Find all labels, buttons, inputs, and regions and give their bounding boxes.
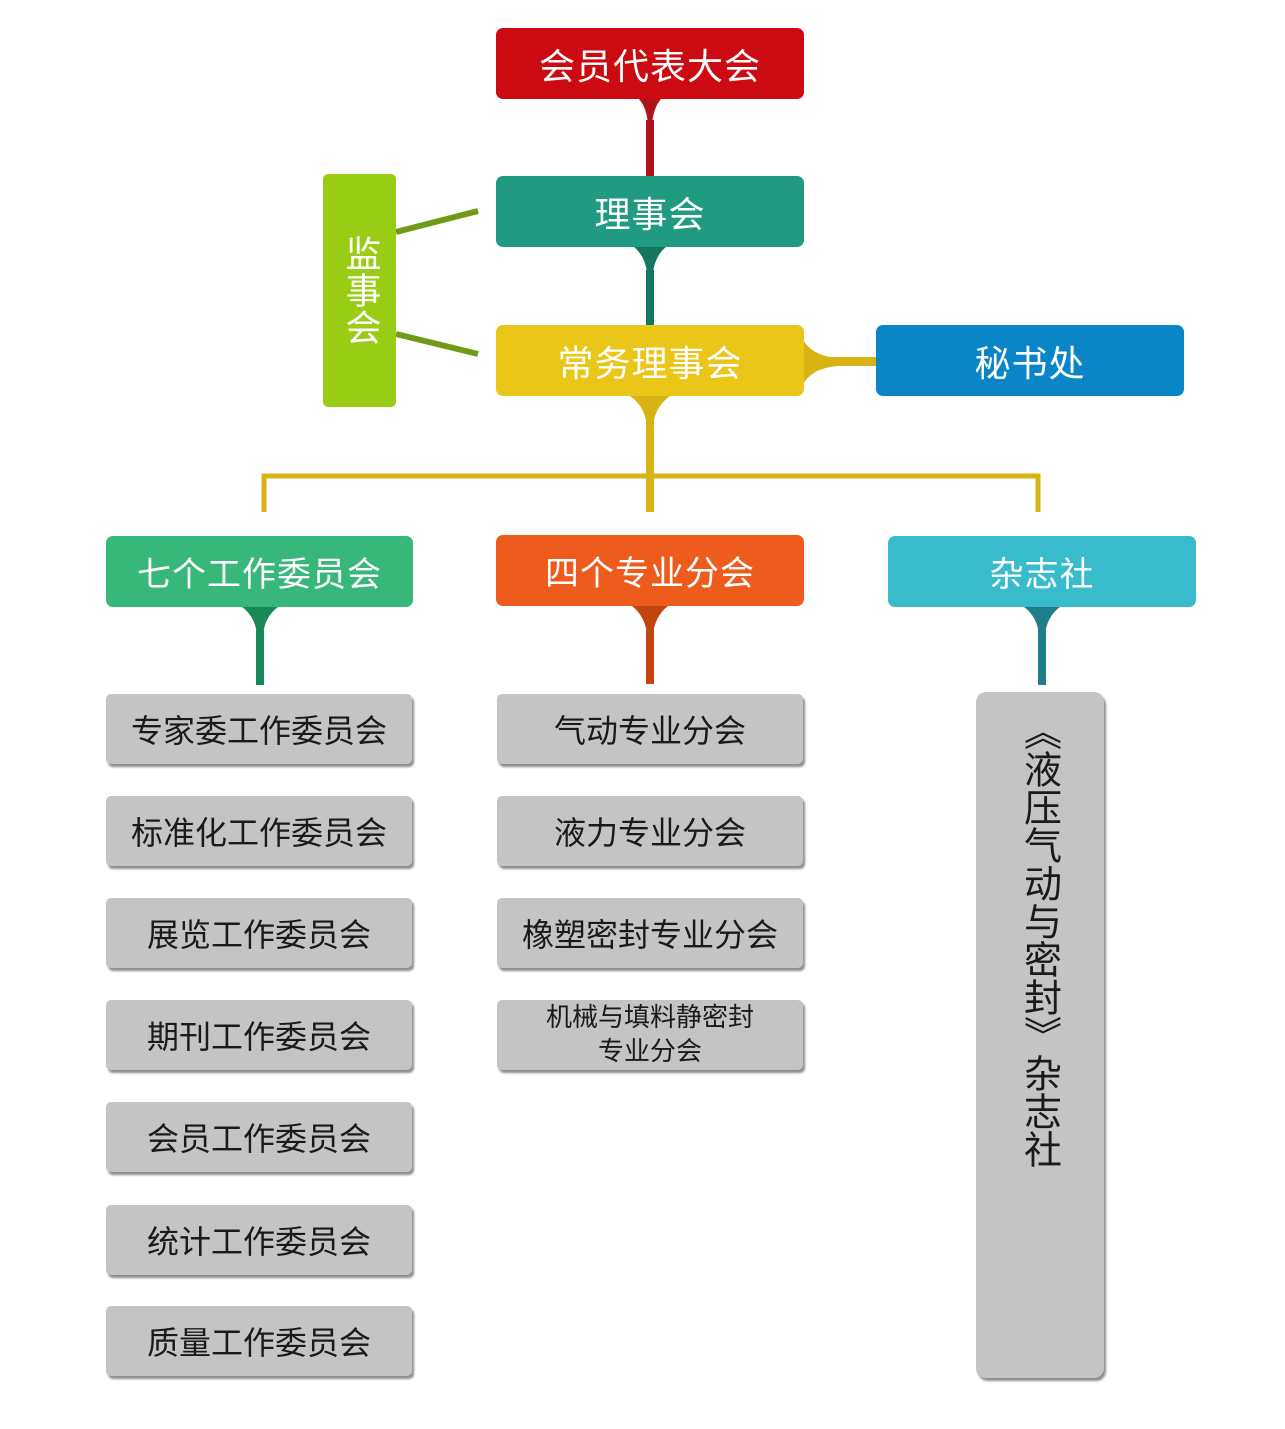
general-assembly-label: 会员代表大会 — [538, 46, 761, 88]
committee-item: 质量工作委员会 — [106, 1306, 412, 1376]
connector-supervisory-council — [395, 208, 479, 235]
committee-item-label: 统计工作委员会 — [146, 1223, 371, 1261]
committee-item: 标准化工作委员会 — [106, 796, 412, 866]
committee-item-label: 会员工作委员会 — [146, 1120, 371, 1158]
standing-council-box: 常务理事会 — [496, 325, 804, 396]
supervisory-board-box: 监事会 — [323, 174, 396, 407]
connector-council-standing-stem — [646, 270, 654, 326]
connector-magazine-drop — [1024, 607, 1060, 650]
connector-standing-down — [630, 396, 670, 440]
magazine-box: 杂志社 — [888, 536, 1196, 607]
standing-council-label: 常务理事会 — [557, 343, 743, 385]
specialty-item-label: 液力专业分会 — [553, 814, 746, 852]
committees-box: 七个工作委员会 — [106, 536, 413, 607]
connector-assembly-council-stem — [646, 120, 654, 178]
connector-committees-drop — [242, 607, 278, 650]
committee-item-label: 标准化工作委员会 — [130, 814, 387, 852]
connector-council-standing — [634, 247, 666, 290]
connector-branch-bar — [261, 473, 1041, 512]
committee-item: 专家委工作委员会 — [106, 694, 412, 764]
specialty-item: 机械与填料静密封 专业分会 — [497, 1000, 803, 1070]
committee-item: 会员工作委员会 — [106, 1102, 412, 1172]
connector-standing-secretariat — [803, 340, 850, 384]
connector-supervisory-standing — [395, 331, 479, 357]
specialty-item-label-line2: 专业分会 — [597, 1037, 702, 1067]
magazine-item-label: 《液压气动与密封》杂志社 — [1017, 712, 1062, 1168]
magazine-title: 杂志社 — [989, 555, 1095, 595]
committee-item: 期刊工作委员会 — [106, 1000, 412, 1070]
specialty-item-label-line1: 机械与填料静密封 — [545, 1003, 754, 1033]
committee-item-label: 质量工作委员会 — [146, 1324, 371, 1362]
committee-item-label: 期刊工作委员会 — [146, 1018, 371, 1056]
committee-item-label: 专家委工作委员会 — [130, 712, 387, 750]
specialties-box: 四个专业分会 — [496, 535, 804, 606]
connector-assembly-council — [638, 98, 662, 140]
specialty-item: 液力专业分会 — [497, 796, 803, 866]
council-box: 理事会 — [496, 176, 804, 247]
connector-committees-drop-stem — [256, 630, 264, 685]
committees-title: 七个工作委员会 — [137, 555, 382, 595]
connector-magazine-drop-stem — [1038, 630, 1046, 685]
connector-specialties-drop — [632, 606, 668, 650]
connector-standing-secretariat-stem — [830, 357, 878, 366]
secretariat-label: 秘书处 — [974, 343, 1086, 385]
committee-item: 展览工作委员会 — [106, 898, 412, 968]
specialty-item: 橡塑密封专业分会 — [497, 898, 803, 968]
specialties-title: 四个专业分会 — [545, 554, 755, 594]
general-assembly-box: 会员代表大会 — [496, 28, 804, 99]
connector-standing-down-stem — [646, 420, 654, 512]
magazine-item: 《液压气动与密封》杂志社 — [976, 692, 1104, 1378]
secretariat-box: 秘书处 — [876, 325, 1184, 396]
specialty-item: 气动专业分会 — [497, 694, 803, 764]
specialty-item-label: 气动专业分会 — [553, 712, 746, 750]
committee-item-label: 展览工作委员会 — [146, 916, 371, 954]
specialty-item-label: 橡塑密封专业分会 — [521, 916, 778, 954]
connector-specialties-drop-stem — [646, 630, 654, 684]
supervisory-board-label: 监事会 — [339, 235, 381, 346]
committee-item: 统计工作委员会 — [106, 1205, 412, 1275]
council-label: 理事会 — [594, 194, 706, 236]
